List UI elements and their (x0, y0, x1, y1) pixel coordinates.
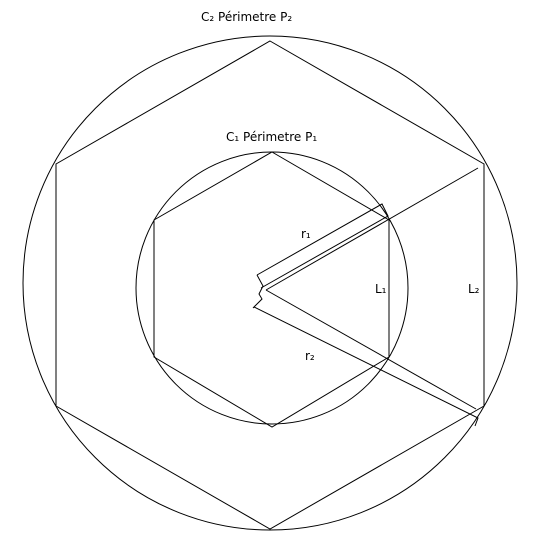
outer-circle-c2 (22, 35, 518, 531)
side-l2-label: L₂ (468, 282, 480, 296)
radius-r2-upper-line (265, 167, 479, 291)
radius-r1-label: r₁ (301, 227, 311, 241)
radius-r2-label: r₂ (305, 349, 315, 363)
outer-hexagon-p2 (55, 40, 485, 530)
inner-hexagon-p1 (153, 151, 390, 428)
radius-r2-leader (253, 306, 479, 427)
side-l1-label: L₁ (375, 282, 387, 296)
inner-circle-label: C₁ Périmetre P₁ (226, 130, 317, 144)
radius-r1-leader (256, 203, 389, 289)
radius-r2-lower-line (265, 289, 477, 410)
leader-break-mark (252, 274, 264, 309)
outer-circle-label: C₂ Périmetre P₂ (201, 10, 292, 24)
inner-circle-c1 (135, 151, 409, 425)
